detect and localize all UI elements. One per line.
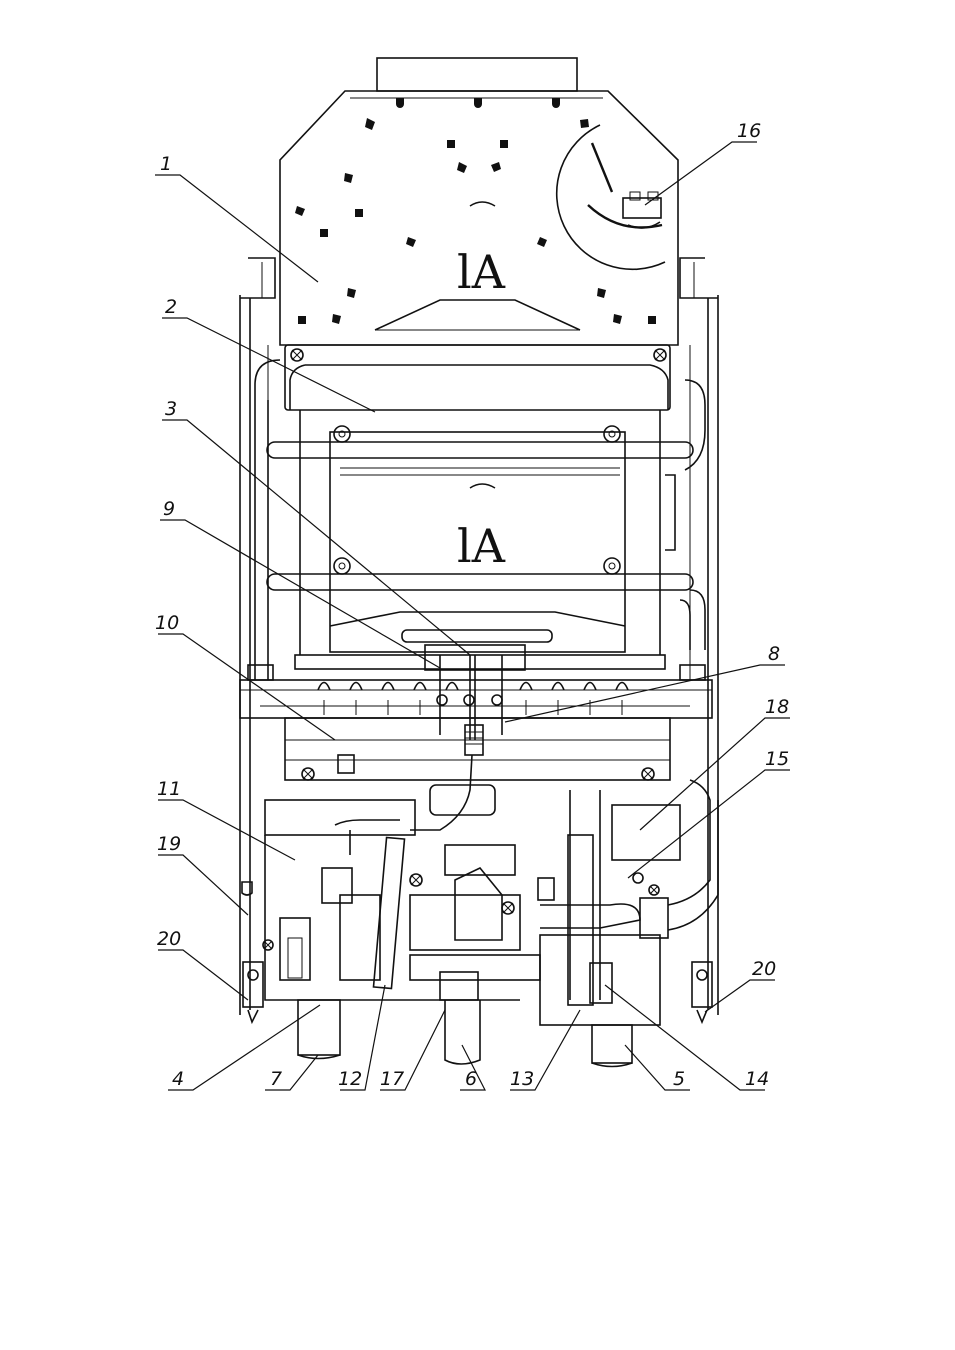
callout-13: 13 <box>510 1068 534 1090</box>
gas-valve-block <box>263 785 540 1064</box>
logo-text-middle: lA <box>457 519 506 573</box>
callout-12: 12 <box>338 1068 362 1090</box>
callout-5: 5 <box>673 1068 685 1090</box>
logo-text-top: lA <box>457 245 506 299</box>
callout-19: 19 <box>157 833 181 855</box>
mounting-feet <box>242 882 712 1022</box>
callout-10: 10 <box>155 612 179 634</box>
mounting-frame <box>240 258 718 1015</box>
callout-2: 2 <box>165 296 177 318</box>
callout-8: 8 <box>768 643 780 665</box>
callout-20-left: 20 <box>157 928 181 950</box>
brand-logo-top: lA <box>457 202 506 299</box>
callout-16: 16 <box>737 120 761 142</box>
callout-11: 11 <box>157 778 181 800</box>
callout-15: 15 <box>765 748 789 770</box>
callout-20-right: 20 <box>752 958 776 980</box>
burner-nozzles <box>318 683 628 716</box>
callout-3: 3 <box>165 398 177 420</box>
water-unit <box>538 780 718 1067</box>
callout-6: 6 <box>465 1068 477 1090</box>
callout-1: 1 <box>160 153 172 175</box>
callout-14: 14 <box>745 1068 769 1090</box>
callout-18: 18 <box>765 696 789 718</box>
brand-logo-middle: lA <box>457 484 506 573</box>
callout-4: 4 <box>172 1068 184 1090</box>
callout-7: 7 <box>270 1068 282 1090</box>
callout-17: 17 <box>380 1068 404 1090</box>
callout-9: 9 <box>163 498 175 520</box>
